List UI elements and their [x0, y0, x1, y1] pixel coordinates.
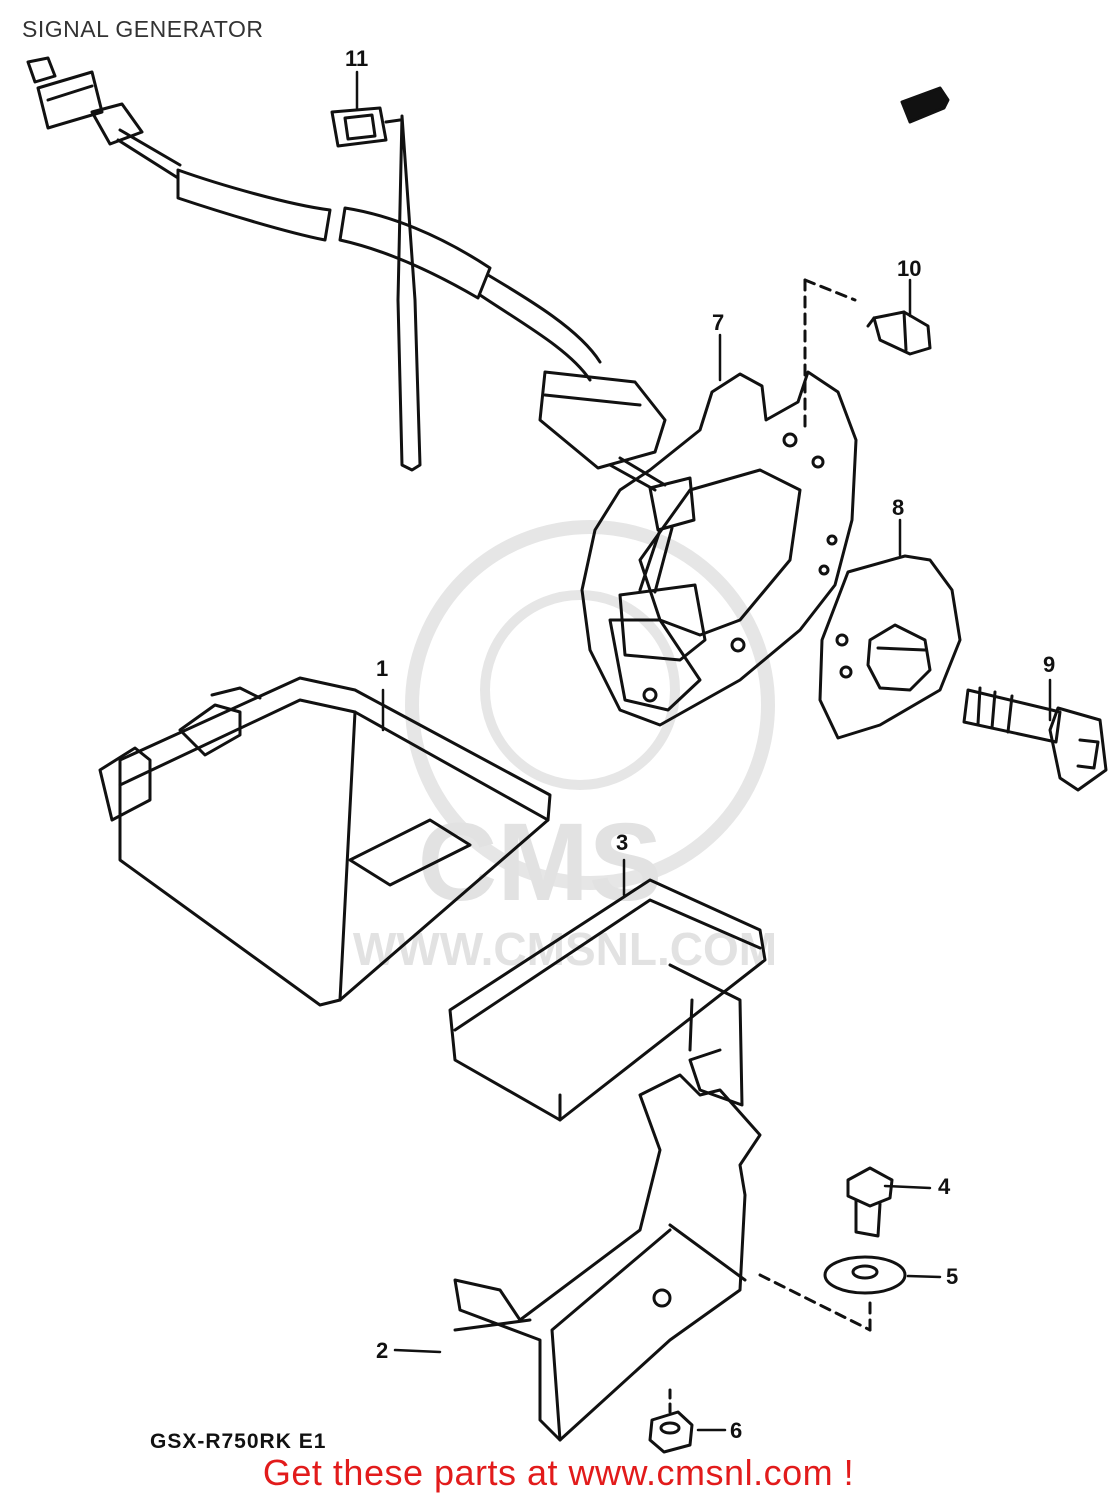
part-3-cover[interactable] [448, 878, 767, 1122]
watermark-brand: CMS [418, 801, 662, 924]
callout-6: 6 [730, 1418, 742, 1443]
callout-9: 9 [1043, 652, 1055, 677]
watermark: CMS WWW.CMSNL.COM [353, 520, 777, 975]
callout-11: 11 [345, 46, 368, 71]
callout-7: 7 [712, 310, 724, 335]
callout-1: 1 [376, 656, 388, 681]
callout-3: 3 [616, 830, 628, 855]
callouts: 1 2 3 4 5 6 7 8 9 10 11 [345, 46, 1055, 1443]
footer-cta-link[interactable]: Get these parts at www.cmsnl.com ! [262, 1452, 855, 1493]
part-9-bolt[interactable] [962, 686, 1108, 792]
direction-arrow-icon [900, 86, 950, 124]
part-2-bracket[interactable] [453, 1073, 762, 1442]
part-5-washer[interactable] [823, 1255, 907, 1295]
callout-2: 2 [376, 1338, 388, 1363]
part-11-connector[interactable] [330, 106, 422, 472]
callout-10: 10 [897, 256, 921, 281]
watermark-url: WWW.CMSNL.COM [353, 923, 777, 975]
part-10-screw[interactable] [866, 310, 932, 356]
part-8-rotor[interactable] [818, 554, 962, 740]
guide-lines-bottom [668, 1273, 872, 1414]
part-6-nut[interactable] [648, 1410, 694, 1454]
leader-lines [355, 70, 1052, 1432]
wiring-harness[interactable] [26, 56, 696, 594]
callout-5: 5 [946, 1264, 958, 1289]
part-7-base-plate[interactable] [580, 370, 858, 727]
part-4-screw[interactable] [846, 1166, 894, 1238]
model-code: GSX-R750RK E1 [150, 1430, 326, 1453]
callout-4: 4 [938, 1174, 951, 1199]
callout-8: 8 [892, 495, 904, 520]
guide-line-10 [803, 278, 857, 432]
page-title: SIGNAL GENERATOR [22, 16, 264, 42]
part-1-igniter-unit[interactable] [98, 676, 552, 1007]
